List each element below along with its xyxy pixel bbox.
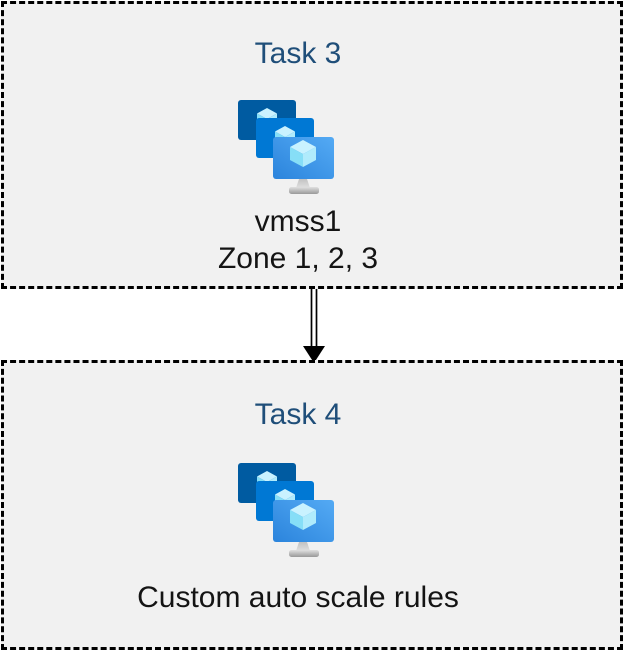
task-4-content: Task 4 Custom auto scale rules [0, 363, 606, 647]
task-3-title: Task 3 [254, 37, 342, 70]
task-4-box: Task 4 Custom auto scale rules [1, 360, 623, 650]
arrowhead-icon [303, 346, 325, 363]
autoscale-rules-label: Custom auto scale rules [137, 581, 459, 614]
down-arrow-connector [303, 289, 325, 363]
task-4-title: Task 4 [254, 398, 342, 431]
task-3-content: Task 3 vmss1 Zone 1, 2, 3 [0, 4, 606, 286]
vm-scale-sets-icon [238, 463, 334, 557]
task-4-caption: Custom auto scale rules [137, 579, 459, 616]
zones-label: Zone 1, 2, 3 [217, 242, 379, 275]
task-3-box: Task 3 vmss1 Zone 1, 2, 3 [1, 1, 623, 289]
vm-scale-sets-icon [238, 100, 334, 194]
vmss-name-label: vmss1 [254, 205, 342, 238]
task-3-caption: vmss1 Zone 1, 2, 3 [218, 203, 378, 277]
